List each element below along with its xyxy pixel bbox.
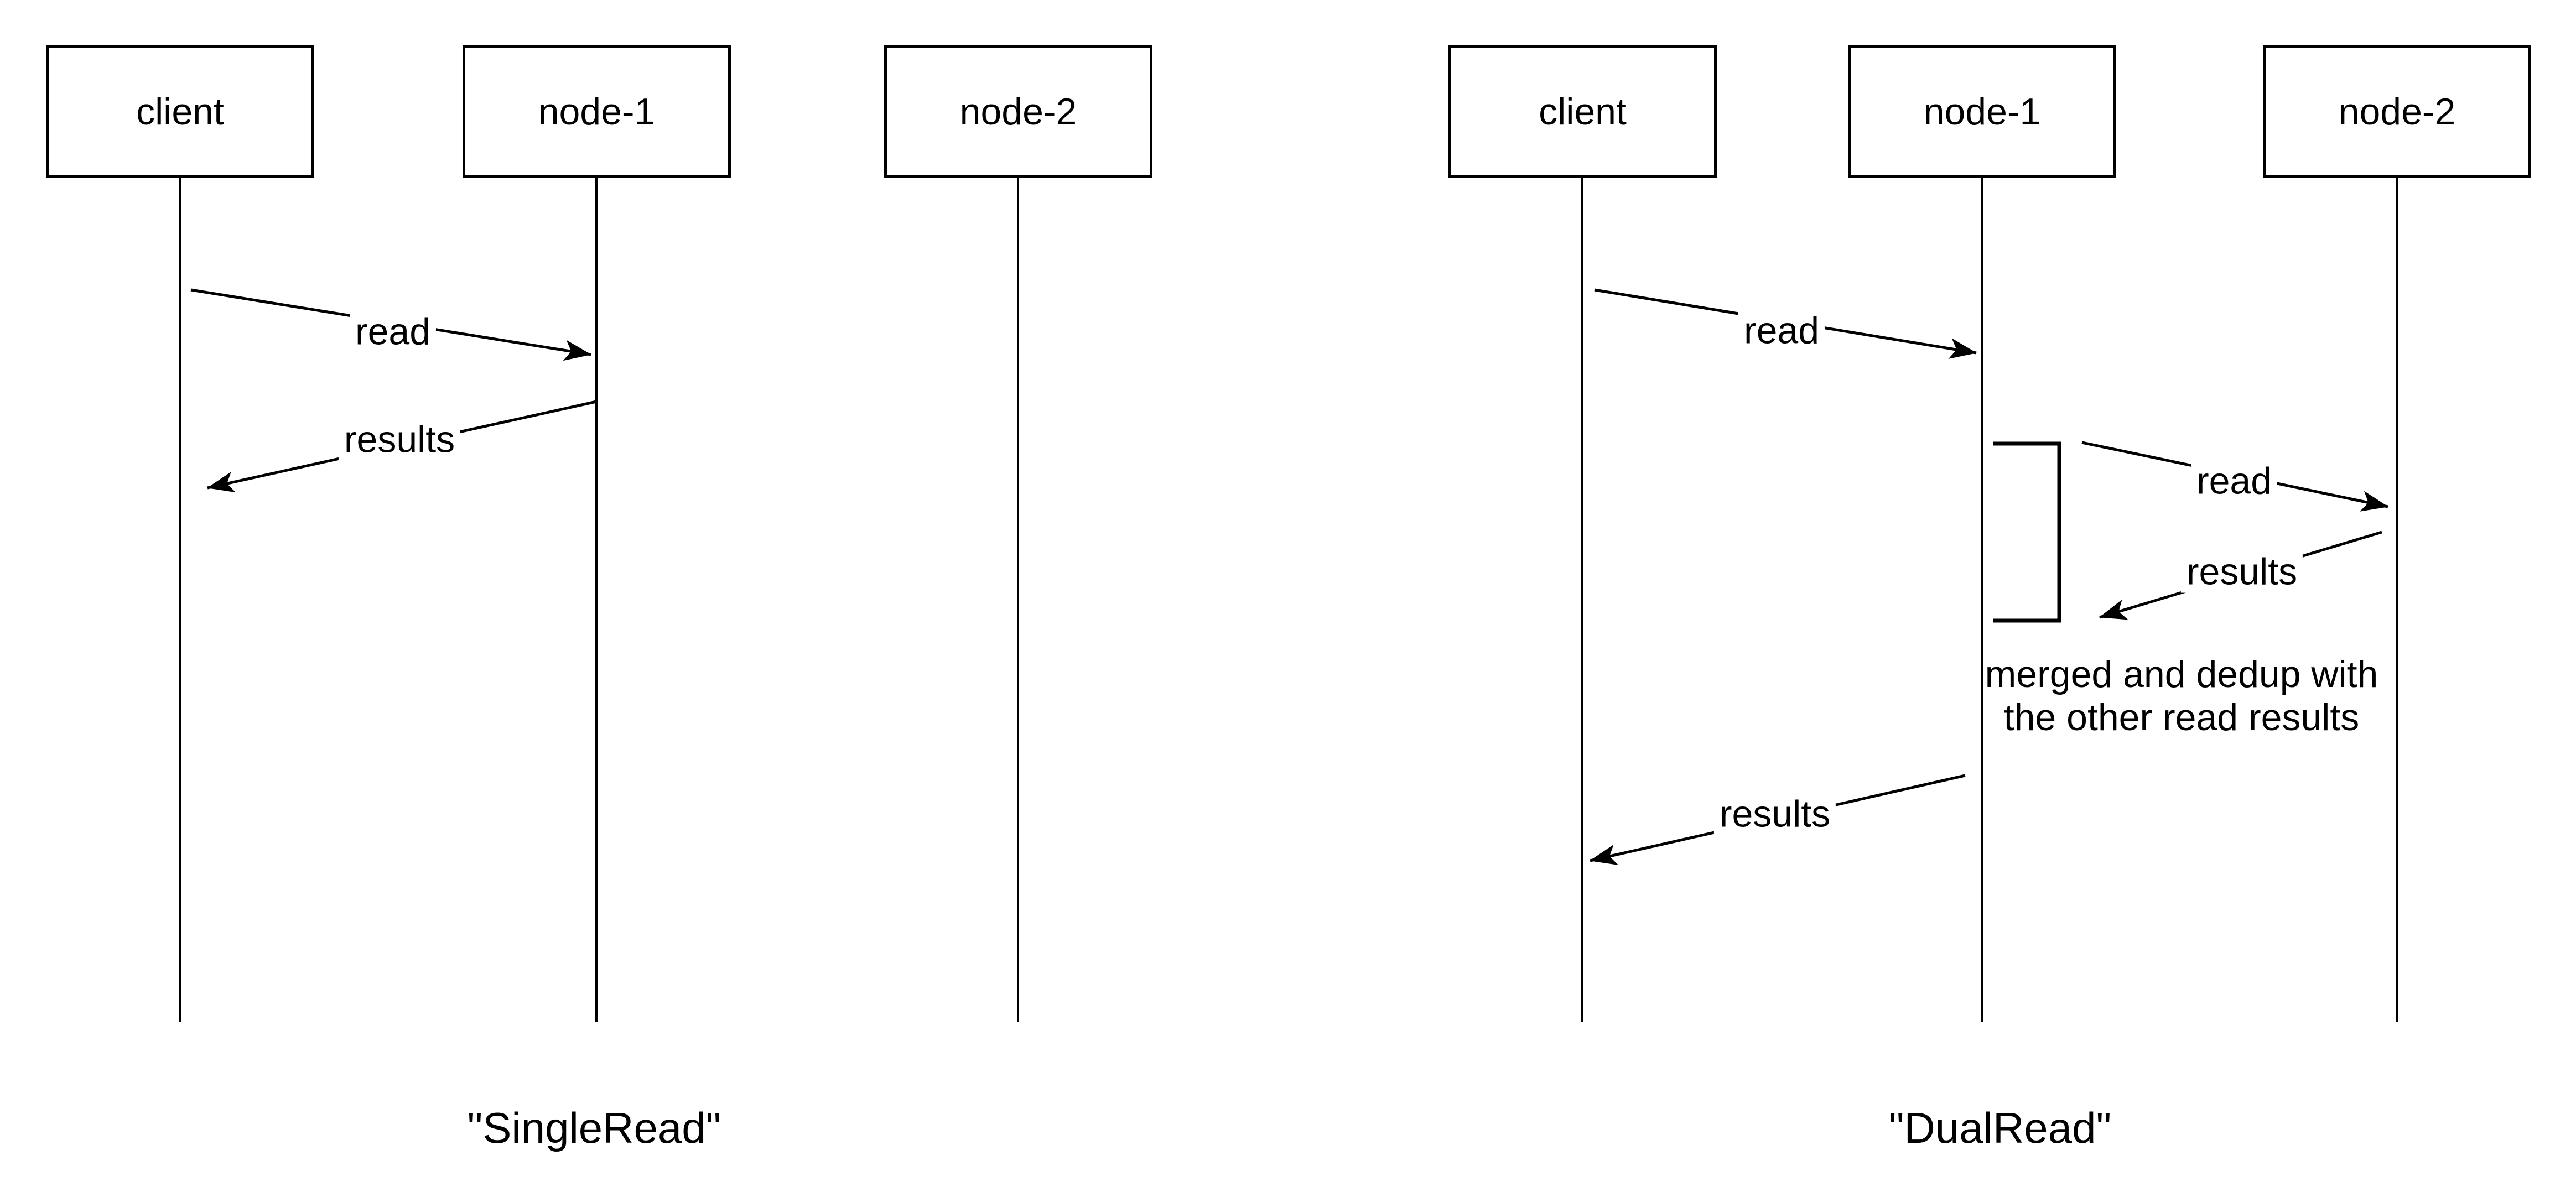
message-label-results: results: [2180, 551, 2303, 593]
message-label-read: read: [2190, 460, 2278, 502]
actor-box-client: client: [46, 45, 314, 178]
actor-label: node-2: [959, 91, 1077, 133]
actor-label: client: [136, 91, 224, 133]
actor-box-client: client: [1448, 45, 1717, 178]
caption-dual-read: "DualRead": [1888, 1104, 2112, 1153]
note-line-2: the other read results: [2003, 696, 2360, 738]
note-line-1: merged and dedup with: [1985, 653, 2378, 695]
actor-label: node-1: [538, 91, 656, 133]
message-label-results: results: [1713, 793, 1836, 835]
actor-label: node-2: [2338, 91, 2456, 133]
note-merged-dedup: merged and dedup with the other read res…: [1985, 653, 2378, 739]
activation-bracket-node1: [1993, 441, 2061, 623]
actor-box-node-1: node-1: [1848, 45, 2116, 178]
actor-label: client: [1539, 91, 1627, 133]
message-label-read: read: [349, 311, 437, 353]
caption-single-read: "SingleRead": [467, 1104, 721, 1153]
actor-box-node-2: node-2: [2263, 45, 2531, 178]
message-label-read: read: [1738, 310, 1825, 352]
actor-box-node-2: node-2: [884, 45, 1152, 178]
message-label-results: results: [338, 419, 461, 461]
actor-box-node-1: node-1: [463, 45, 731, 178]
actor-label: node-1: [1923, 91, 2041, 133]
